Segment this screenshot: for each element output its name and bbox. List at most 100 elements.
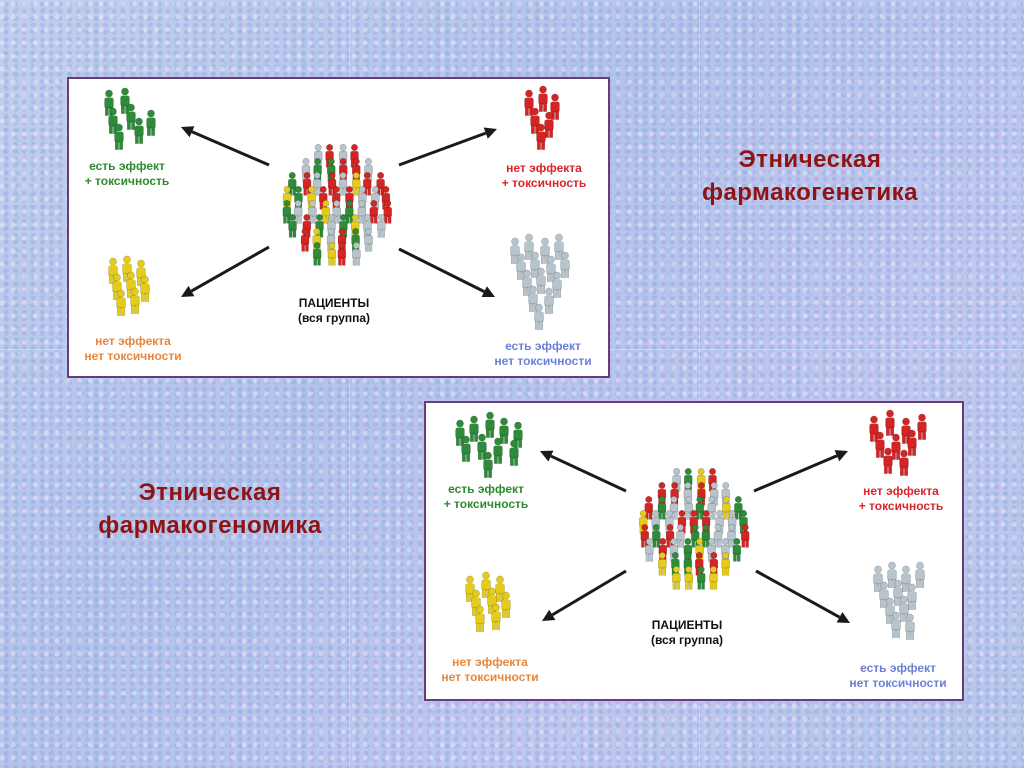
person-icon: [338, 171, 348, 196]
person-icon: [891, 611, 901, 638]
person-icon: [538, 85, 548, 112]
person-icon: [114, 123, 124, 150]
person-icon: [357, 199, 367, 224]
person-icon: [530, 251, 540, 278]
person-icon: [528, 285, 538, 312]
person-icon: [369, 199, 379, 224]
person-icon: [293, 199, 303, 224]
person-icon: [885, 409, 895, 436]
person-icon: [869, 415, 879, 442]
person-icon: [524, 233, 534, 260]
person-icon: [126, 103, 136, 130]
person-icon: [376, 171, 385, 196]
person-icon: [351, 171, 361, 196]
label-line: + токсичность: [501, 176, 587, 190]
label-top-left: есть эффект + токсичность: [77, 159, 177, 189]
label-line: нет эффекта: [863, 484, 939, 498]
person-icon: [302, 171, 312, 196]
label-line: (вся группа): [650, 633, 724, 647]
label-line: есть эффект: [505, 339, 581, 353]
person-icon: [901, 417, 911, 444]
person-icon: [493, 437, 503, 464]
person-icon: [282, 199, 292, 224]
label-line: + токсичность: [84, 174, 170, 188]
arrow-icon: [540, 450, 627, 493]
arrow-icon: [398, 127, 497, 167]
person-icon: [879, 581, 889, 608]
title-line: Этническая: [738, 146, 882, 173]
person-icon: [461, 435, 471, 462]
title-pharmacogenetics: Этническая фармакогенетика: [655, 143, 965, 209]
person-icon: [875, 431, 885, 458]
person-icon: [126, 271, 136, 298]
person-icon: [364, 227, 373, 252]
person-icon: [640, 523, 650, 548]
person-icon: [722, 495, 731, 520]
arrow-icon: [542, 569, 627, 621]
person-icon: [465, 575, 475, 602]
person-icon: [560, 251, 570, 278]
label-line: ПАЦИЕНТЫ: [651, 618, 723, 632]
person-icon: [481, 571, 491, 598]
person-icon: [534, 303, 544, 330]
person-icon: [669, 495, 679, 520]
diagram-panel-bottom: есть эффект + токсичность нет эффекта + …: [424, 401, 964, 701]
person-icon: [658, 551, 667, 576]
person-icon: [695, 495, 705, 520]
person-icon: [108, 107, 118, 134]
person-icon: [312, 171, 322, 196]
person-icon: [891, 433, 901, 460]
person-icon: [676, 523, 685, 548]
label-line: ПАЦИЕНТЫ: [298, 296, 370, 310]
person-icon: [308, 199, 317, 224]
person-icon: [644, 495, 654, 520]
person-icon: [288, 213, 297, 238]
person-icon: [873, 565, 883, 592]
label-line: нет эффекта: [452, 655, 528, 669]
person-icon: [905, 613, 915, 640]
label-line: есть эффект: [89, 159, 165, 173]
label-line: + токсичность: [443, 497, 529, 511]
background-grid-line: [349, 0, 350, 768]
title-line: фармакогенетика: [701, 179, 919, 206]
person-icon: [709, 565, 718, 590]
person-icon: [707, 495, 717, 520]
diagram-graphics: [104, 85, 570, 330]
person-icon: [887, 561, 897, 588]
label-center: ПАЦИЕНТЫ (вся группа): [632, 618, 742, 648]
title-line: фармакогеномика: [98, 512, 322, 539]
diagram-graphics: [455, 409, 927, 640]
person-icon: [345, 199, 354, 224]
person-icon: [645, 537, 654, 562]
person-icon: [455, 419, 465, 446]
person-icon: [893, 579, 903, 606]
person-icon: [721, 551, 730, 576]
person-icon: [120, 87, 130, 114]
person-icon: [550, 93, 560, 120]
person-icon: [544, 287, 554, 314]
person-icon: [701, 523, 711, 548]
person-icon: [540, 237, 550, 264]
person-icon: [288, 171, 297, 196]
person-icon: [713, 523, 723, 548]
diagram-panel-top: есть эффект + токсичность нет эффекта + …: [67, 77, 610, 378]
person-icon: [383, 199, 392, 224]
person-icon: [544, 111, 554, 138]
person-icon: [915, 561, 925, 588]
person-icon: [552, 271, 562, 298]
title-line: Этническая: [138, 479, 282, 506]
person-icon: [130, 287, 140, 314]
person-icon: [696, 565, 706, 590]
label-line: есть эффект: [860, 661, 936, 675]
person-icon: [907, 583, 917, 610]
label-line: (вся группа): [297, 311, 371, 325]
label-line: нет токсичности: [84, 349, 182, 363]
label-line: есть эффект: [448, 482, 524, 496]
person-icon: [300, 227, 310, 252]
label-bottom-left: нет эффекта нет токсичности: [430, 655, 550, 685]
label-line: нет токсичности: [494, 354, 592, 368]
label-line: нет токсичности: [849, 676, 947, 690]
arrow-icon: [181, 126, 270, 167]
person-icon: [485, 411, 495, 438]
arrow-icon: [398, 247, 495, 297]
